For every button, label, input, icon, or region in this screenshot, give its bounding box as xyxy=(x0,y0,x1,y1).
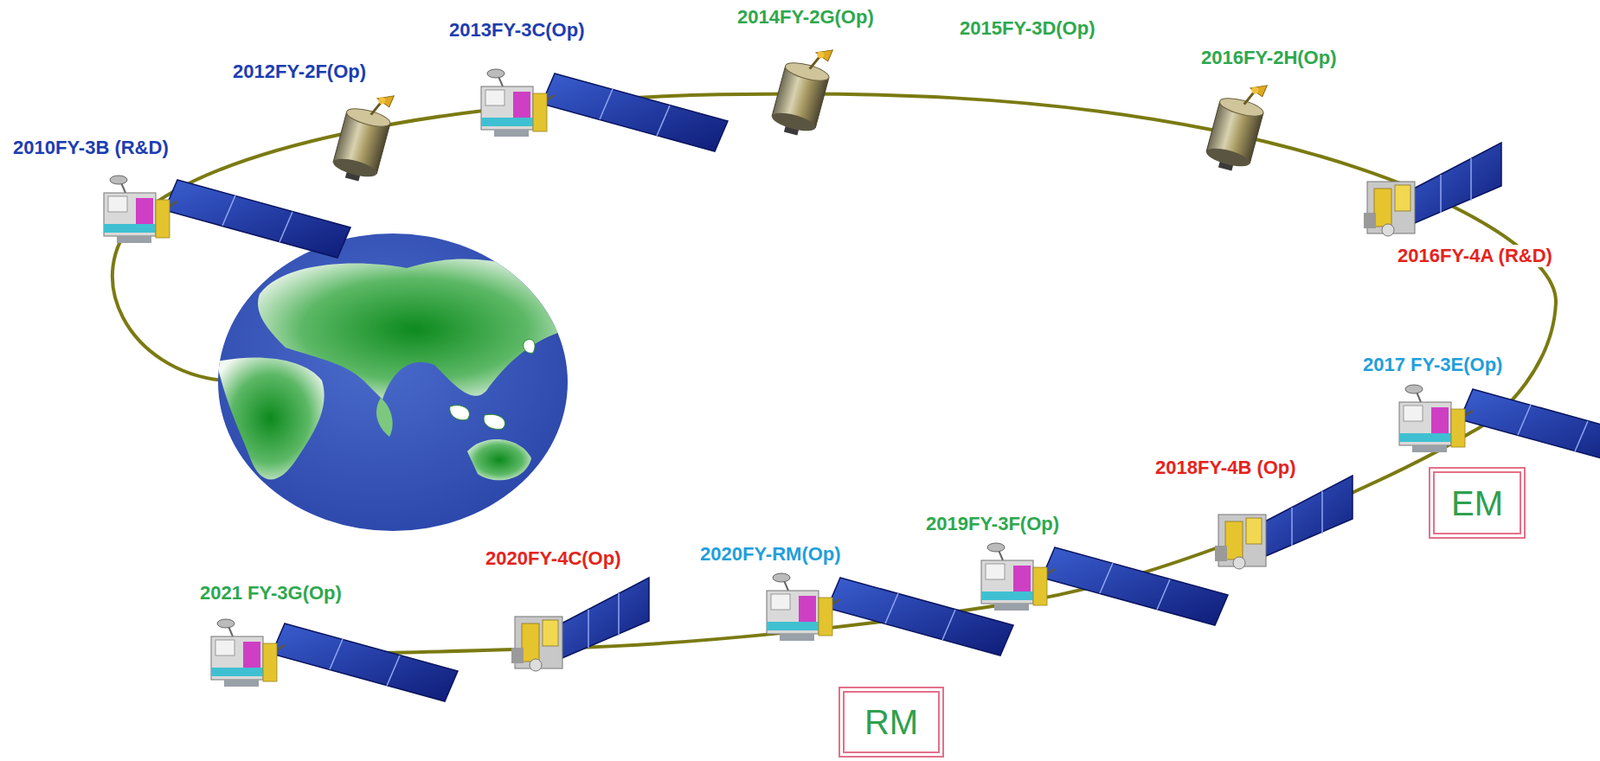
satellite-icon xyxy=(1363,142,1502,237)
satellite-icon xyxy=(211,619,458,702)
satellite-label: 2019FY-3F(Op) xyxy=(923,513,1062,535)
satellite-icon xyxy=(766,573,1014,656)
satellite-label: 2020FY-RM(Op) xyxy=(697,543,844,566)
satellite-label: 2016FY-2H(Op) xyxy=(1198,46,1340,69)
satellite-icon xyxy=(768,38,836,140)
satellite-icon xyxy=(481,69,728,152)
satellite-icon xyxy=(103,175,351,258)
satellite-label: 2015FY-3D(Op) xyxy=(957,17,1099,39)
satellite-label: 2014FY-2G(Op) xyxy=(734,6,877,28)
orbit-line xyxy=(112,93,1556,654)
continents xyxy=(216,259,572,482)
box-label: EM xyxy=(1451,484,1504,523)
satellite-label: 2016FY-4A (R&D) xyxy=(1394,244,1556,267)
satellite-label: 2013FY-3C(Op) xyxy=(446,19,588,41)
satellite-label: 2017 FY-3E(Op) xyxy=(1360,353,1505,376)
satellite-icon xyxy=(511,578,649,672)
satellite-icon xyxy=(1202,74,1271,175)
satellite-label: 2020FY-4C(Op) xyxy=(482,547,624,570)
satellite-icon xyxy=(981,543,1228,626)
satellite-icon xyxy=(1214,475,1353,570)
mission-box: EM xyxy=(1428,467,1526,540)
satellite-icon xyxy=(1399,385,1600,468)
satellite-label: 2010FY-3B (R&D) xyxy=(10,136,172,159)
satellite-label: 2018FY-4B (Op) xyxy=(1152,456,1299,479)
earth-globe xyxy=(216,233,572,532)
mission-box: RM xyxy=(838,687,945,759)
box-label: RM xyxy=(864,703,919,742)
satellite-label: 2021 FY-3G(Op) xyxy=(197,582,345,605)
satellite-label: 2012FY-2F(Op) xyxy=(230,60,369,83)
satellite-icon xyxy=(329,84,398,186)
